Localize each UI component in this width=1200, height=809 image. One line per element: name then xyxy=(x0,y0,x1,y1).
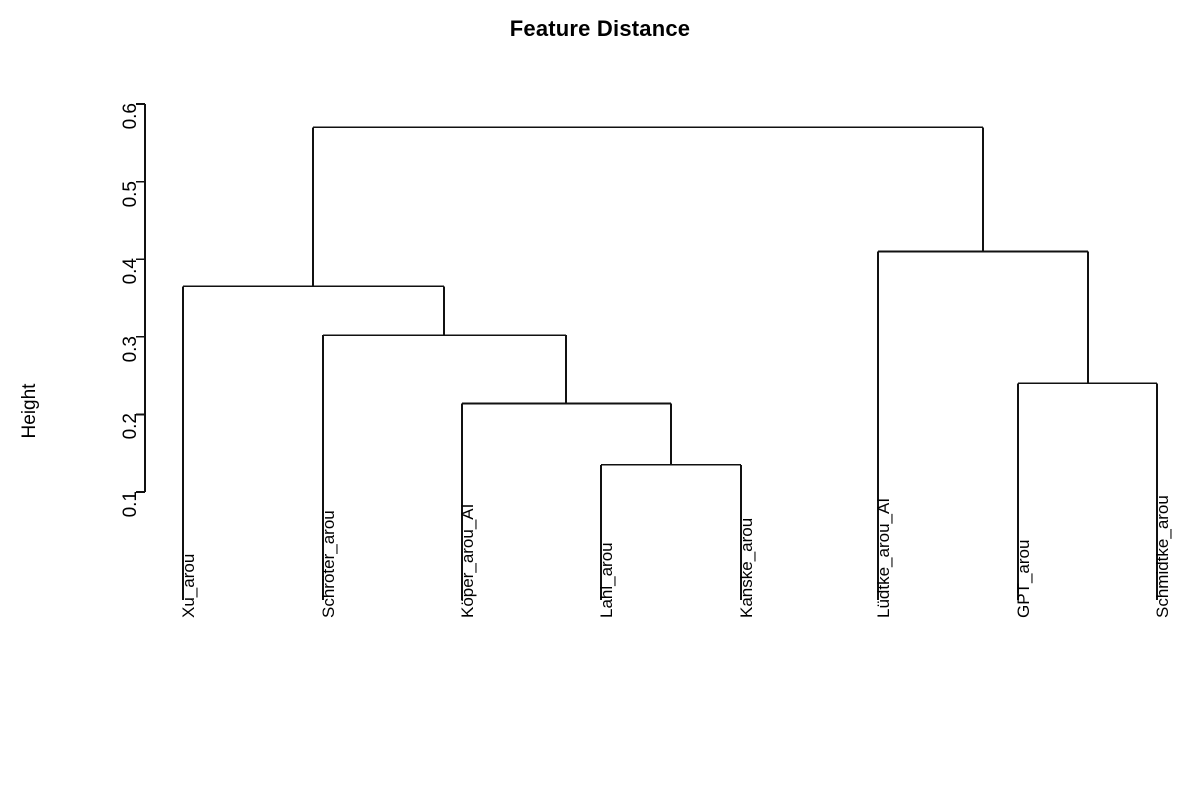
page-title: Feature Distance xyxy=(509,16,691,41)
leaf-label: Kanske_arou xyxy=(737,517,756,618)
leaf-label: Lahl_arou xyxy=(597,542,616,618)
leaf-label: Köper_arou_AI xyxy=(458,503,477,618)
leaf-label: Lüdtke_arou_AI xyxy=(874,497,893,618)
leaf-label: GPT_arou xyxy=(1014,539,1033,618)
leaf-label: Schmidtke_arou xyxy=(1153,495,1172,618)
leaf-label: Schröter_arou xyxy=(319,510,338,618)
y-axis-tick-label: 0.1 xyxy=(120,491,141,518)
leaf-label: Xu_arou xyxy=(179,553,198,618)
